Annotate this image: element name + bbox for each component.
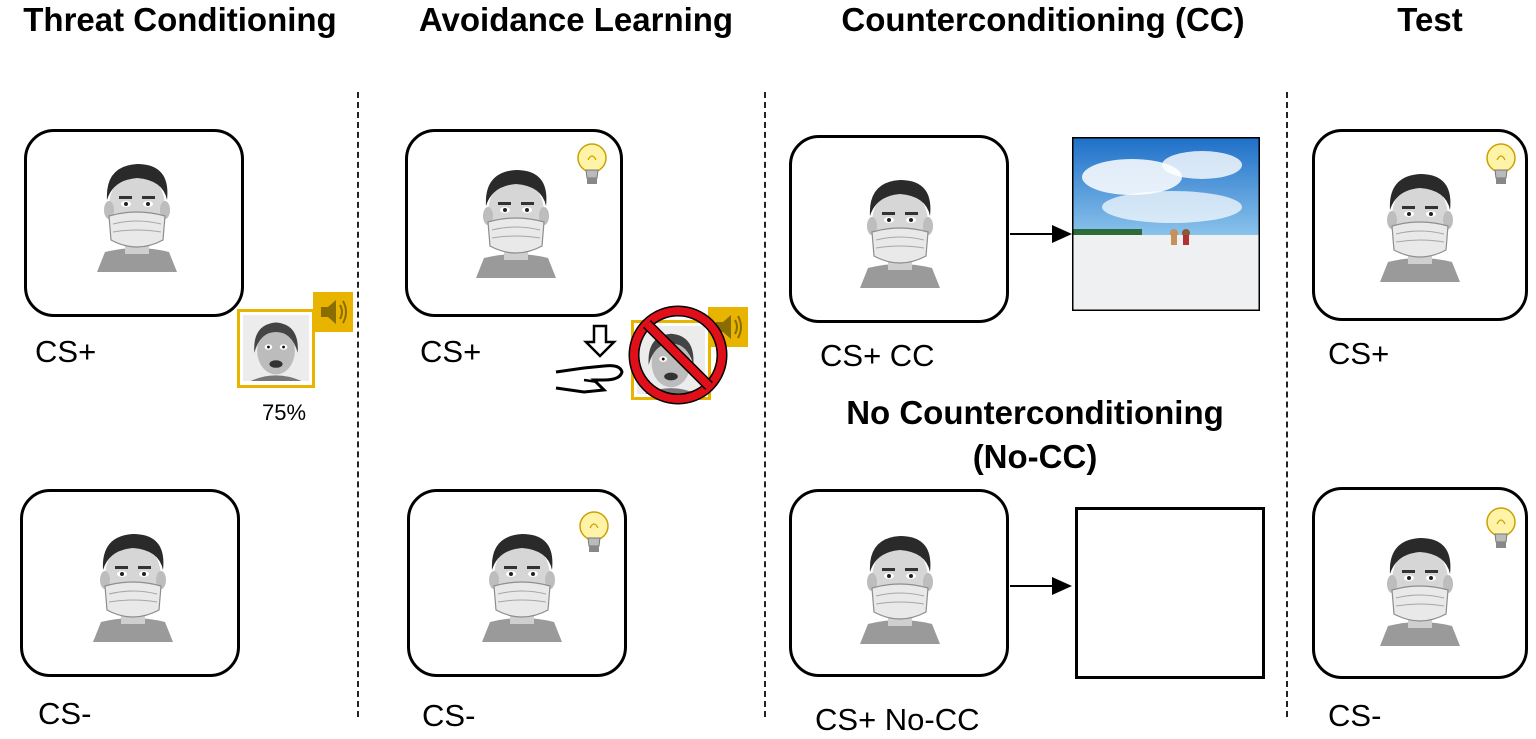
phase-title-avoidance-learning: Avoidance Learning xyxy=(418,1,734,38)
masked-face-cs-minus xyxy=(83,522,183,642)
hand-press-icon xyxy=(555,324,624,394)
screaming-face-image xyxy=(243,315,309,381)
lightbulb-icon xyxy=(574,508,614,558)
masked-face-cs-plus xyxy=(850,524,950,644)
phase-divider xyxy=(357,92,359,717)
masked-face-cs-plus xyxy=(850,168,950,288)
stimulus-frame-cs-plus-no-cc xyxy=(789,489,1009,677)
masked-face-cs-minus xyxy=(1370,526,1470,646)
phase-title-test: Test xyxy=(1397,1,1463,38)
lightbulb-icon xyxy=(1481,504,1521,554)
masked-face-cs-plus xyxy=(466,158,566,278)
stimulus-frame-cs-plus-cc xyxy=(789,135,1009,323)
phase-divider xyxy=(764,92,766,717)
speaker-icon xyxy=(313,292,353,332)
label-cs-plus: CS+ xyxy=(1328,336,1390,371)
phase-title-counterconditioning: Counterconditioning (CC) xyxy=(841,1,1245,38)
label-cs-plus: CS+ xyxy=(420,334,482,369)
label-cs-plus: CS+ xyxy=(35,334,97,369)
stimulus-frame-cs-plus xyxy=(24,129,244,317)
prohibition-icon xyxy=(628,305,728,405)
phase-divider xyxy=(1286,92,1288,717)
label-cs-minus: CS- xyxy=(422,698,476,733)
label-cs-plus-cc: CS+ CC xyxy=(820,338,935,373)
lightbulb-icon xyxy=(572,140,612,190)
us-scream-face-box xyxy=(237,309,315,388)
empty-outcome-box xyxy=(1075,507,1265,679)
no-cc-title-line1: No Counterconditioning xyxy=(846,394,1224,431)
stimulus-frame-cs-minus xyxy=(20,489,240,677)
stimulus-frame-cs-plus xyxy=(405,129,623,317)
lightbulb-icon xyxy=(1481,140,1521,190)
phase-title-threat-conditioning: Threat Conditioning xyxy=(23,1,337,38)
down-arrow-icon xyxy=(582,324,618,358)
stimulus-frame-cs-minus xyxy=(1312,487,1528,679)
beach-image xyxy=(1072,137,1260,311)
arrow-right-icon xyxy=(1010,225,1072,243)
label-cs-plus-no-cc: CS+ No-CC xyxy=(815,702,980,737)
masked-face-cs-plus xyxy=(87,152,187,272)
masked-face-cs-minus xyxy=(472,522,572,642)
stimulus-frame-cs-plus xyxy=(1312,129,1528,321)
us-probability: 75% xyxy=(262,400,307,425)
no-cc-title-line2: (No-CC) xyxy=(972,438,1098,475)
label-cs-minus: CS- xyxy=(1328,698,1382,733)
label-cs-minus: CS- xyxy=(38,696,92,731)
stimulus-frame-cs-minus xyxy=(407,489,627,677)
masked-face-cs-plus xyxy=(1370,162,1470,282)
arrow-right-icon xyxy=(1010,577,1072,595)
